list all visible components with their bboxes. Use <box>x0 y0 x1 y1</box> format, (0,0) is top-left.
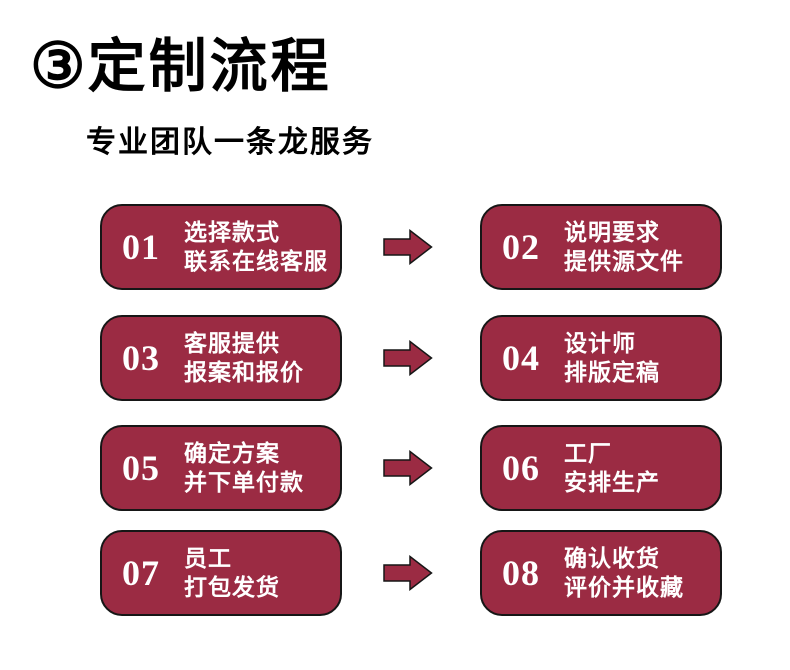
step-number: 01 <box>122 227 160 267</box>
step-line2: 联系在线客服 <box>184 248 328 274</box>
page-subtitle: 专业团队一条龙服务 <box>86 126 374 159</box>
step-card-01: 01 选择款式 联系在线客服 <box>100 204 342 290</box>
step-line1: 设计师 <box>564 330 636 356</box>
step-card-03: 03 客服提供 报案和报价 <box>100 315 342 401</box>
page-title: ③ 定制流程 <box>30 36 332 98</box>
step-line1: 员工 <box>184 545 232 571</box>
step-number: 07 <box>122 553 160 593</box>
arrow-right-icon <box>383 340 433 376</box>
step-line1: 选择款式 <box>184 219 280 245</box>
step-line2: 并下单付款 <box>184 469 304 495</box>
step-card-02: 02 说明要求 提供源文件 <box>480 204 722 290</box>
flow-row-4: 07 员工 打包发货 08 确认收货 评价并收藏 <box>0 530 790 616</box>
step-line2: 打包发货 <box>184 574 280 600</box>
step-card-07: 07 员工 打包发货 <box>100 530 342 616</box>
section-number-icon: ③ <box>30 32 86 101</box>
flow-row-1: 01 选择款式 联系在线客服 02 说明要求 提供源文件 <box>0 204 790 290</box>
step-line2: 报案和报价 <box>184 359 304 385</box>
step-line2: 排版定稿 <box>564 359 660 385</box>
step-number: 08 <box>502 553 540 593</box>
step-line1: 工厂 <box>564 440 612 466</box>
step-line1: 客服提供 <box>184 330 280 356</box>
step-number: 03 <box>122 338 160 378</box>
step-line1: 确定方案 <box>184 440 280 466</box>
step-number: 04 <box>502 338 540 378</box>
step-line2: 提供源文件 <box>564 248 684 274</box>
page-title-text: 定制流程 <box>87 34 332 99</box>
step-card-08: 08 确认收货 评价并收藏 <box>480 530 722 616</box>
step-number: 02 <box>502 227 540 267</box>
step-line1: 说明要求 <box>564 219 660 245</box>
flow-row-2: 03 客服提供 报案和报价 04 设计师 排版定稿 <box>0 315 790 401</box>
step-card-05: 05 确定方案 并下单付款 <box>100 425 342 511</box>
arrow-right-icon <box>383 450 433 486</box>
step-line2: 安排生产 <box>564 469 660 495</box>
step-number: 06 <box>502 448 540 488</box>
step-number: 05 <box>122 448 160 488</box>
flow-row-3: 05 确定方案 并下单付款 06 工厂 安排生产 <box>0 425 790 511</box>
step-card-04: 04 设计师 排版定稿 <box>480 315 722 401</box>
arrow-right-icon <box>383 555 433 591</box>
step-line2: 评价并收藏 <box>564 574 684 600</box>
arrow-right-icon <box>383 229 433 265</box>
step-line1: 确认收货 <box>564 545 660 571</box>
step-card-06: 06 工厂 安排生产 <box>480 425 722 511</box>
